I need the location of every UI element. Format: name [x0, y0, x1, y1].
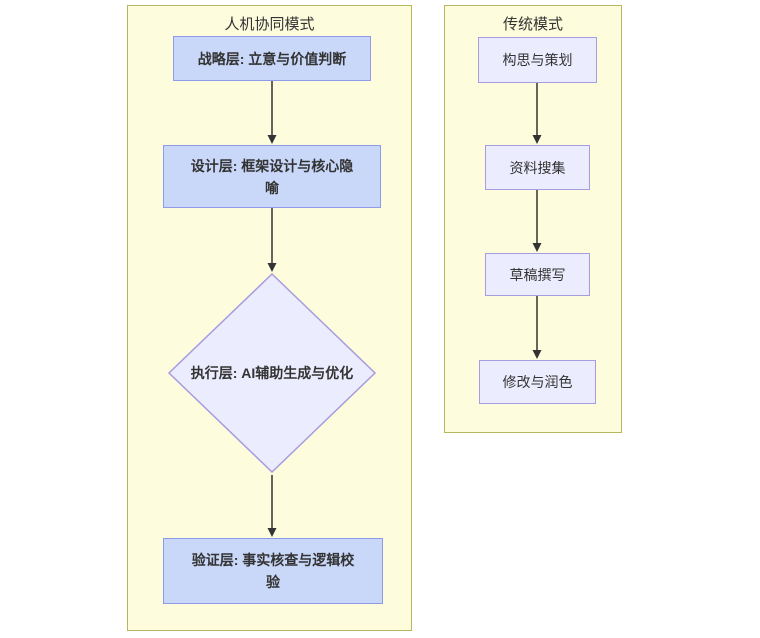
node-design-layer: 设计层: 框架设计与核心隐喻 [163, 145, 381, 208]
node-strategy-layer: 战略层: 立意与价值判断 [173, 36, 371, 81]
node-material-collection: 资料搜集 [485, 145, 590, 190]
cluster-title-traditional-mode: 传统模式 [502, 16, 563, 33]
node-execution-layer-label: 执行层: AI辅助生成与优化 [190, 365, 354, 381]
diamond-shape [168, 273, 376, 473]
node-draft-writing: 草稿撰写 [485, 253, 590, 296]
node-execution-layer: 执行层: AI辅助生成与优化 [168, 273, 376, 473]
cluster-title-human-ai-mode: 人机协同模式 [224, 16, 315, 33]
node-verification-layer: 验证层: 事实核查与逻辑校验 [163, 538, 383, 604]
node-idea-planning: 构思与策划 [478, 37, 597, 83]
node-revision-polish: 修改与润色 [479, 360, 596, 404]
